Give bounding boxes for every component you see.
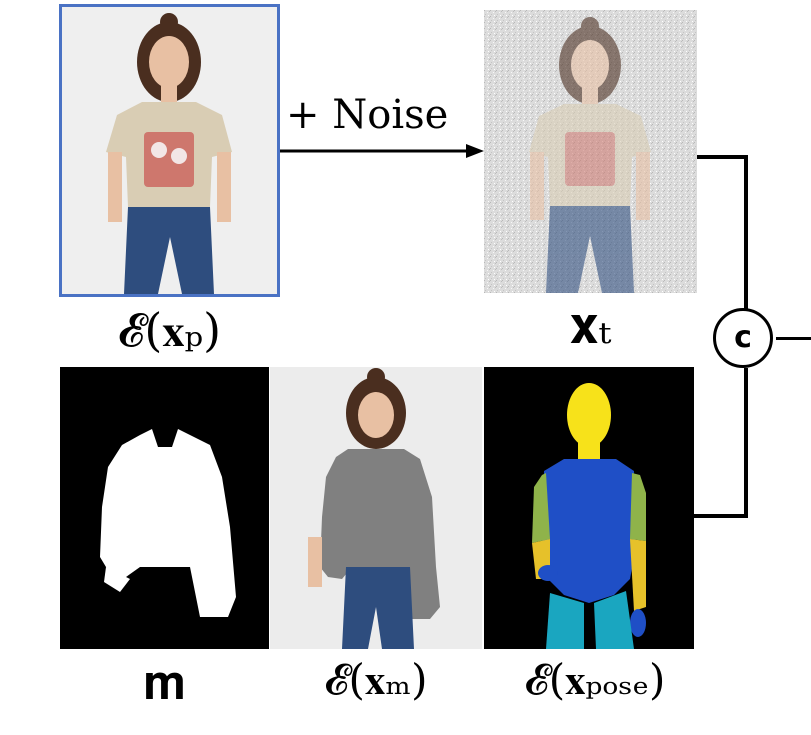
pose-label: 𝓔(𝐱ₚₒₛₑ) — [524, 655, 666, 704]
noisy-person-figure — [484, 10, 697, 293]
noise-arrow — [280, 144, 484, 158]
concat-node-label: c — [734, 320, 752, 355]
mask-image-panel — [60, 367, 269, 649]
person-figure — [62, 7, 277, 294]
noisy-label: 𝐱ₜ — [569, 296, 612, 356]
pose-to-concat-h — [694, 514, 748, 518]
person-image-panel — [59, 4, 280, 297]
pose-image-panel — [484, 367, 694, 649]
person-label: 𝓔(𝐱ₚ) — [117, 303, 222, 357]
masked-person-panel — [270, 367, 482, 649]
noisy-to-concat-h — [697, 155, 747, 159]
mask-label: 𝐦 — [143, 655, 186, 711]
noisy-image-panel — [484, 10, 697, 293]
mask-figure — [60, 367, 269, 649]
masked-person-figure — [270, 367, 482, 649]
noise-arrow-label: + Noise — [286, 92, 449, 138]
pose-figure — [484, 367, 694, 649]
noisy-to-concat-v — [744, 155, 748, 310]
concat-output-line — [776, 337, 811, 340]
masked-person-label: 𝓔(𝐱ₘ) — [324, 655, 428, 704]
pose-to-concat-v — [744, 368, 748, 518]
concat-node: c — [713, 308, 773, 368]
